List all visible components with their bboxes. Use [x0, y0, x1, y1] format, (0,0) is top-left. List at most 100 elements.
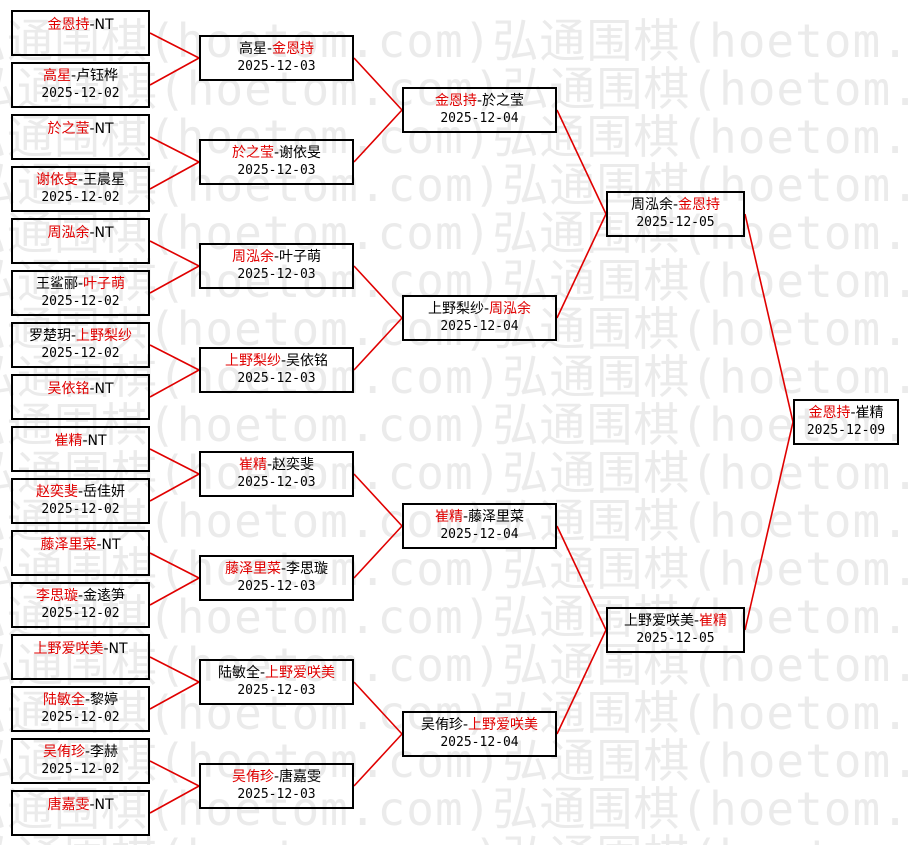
player-name: NT [94, 797, 114, 813]
match-date: 2025-12-02 [41, 86, 120, 101]
player-name: NT [94, 225, 114, 241]
player-name: 上野爱咲美 [33, 641, 104, 657]
player-name: 罗楚玥 [28, 328, 71, 344]
match-date: 2025-12-02 [41, 762, 120, 777]
match-players: 谢依旻-王晨星 [36, 171, 125, 189]
player-name: 黎婷 [90, 692, 119, 708]
match-date: 2025-12-03 [237, 163, 316, 178]
player-name: 金恩持 [808, 405, 851, 421]
player-name: 周泓余 [231, 249, 274, 265]
player-name: 赵奕斐 [272, 457, 315, 473]
match-players: 周泓余-叶子萌 [232, 248, 321, 266]
vs-separator: - [266, 41, 273, 57]
vs-separator: - [273, 769, 280, 785]
match-date: 2025-12-05 [636, 631, 715, 646]
player-name: 於之莹 [482, 93, 525, 109]
connector-line [353, 473, 403, 527]
vs-separator: - [280, 353, 287, 369]
player-name: 周泓余 [630, 197, 673, 213]
match-date: 2025-12-04 [440, 111, 519, 126]
player-name: 陆敏全 [217, 665, 260, 681]
player-name: 崔精 [434, 509, 463, 525]
player-name: 上野梨纱 [224, 353, 281, 369]
player-name: 藤泽里菜 [40, 537, 97, 553]
connector-line [149, 161, 200, 190]
vs-separator: - [280, 561, 287, 577]
player-name: 上野爱咲美 [265, 665, 336, 681]
connector-line [353, 57, 403, 111]
vs-separator: - [77, 276, 84, 292]
player-name: NT [101, 537, 121, 553]
vs-separator: - [273, 145, 280, 161]
connector-line [353, 109, 403, 163]
vs-separator: - [89, 121, 95, 137]
match-date: 2025-12-02 [41, 346, 120, 361]
match-date: 2025-12-04 [440, 319, 519, 334]
match-date: 2025-12-09 [806, 423, 886, 438]
connector-line [744, 213, 794, 423]
player-name: 金逺笋 [83, 588, 126, 604]
match-date: 2025-12-03 [237, 787, 316, 802]
match-players: 周泓余-NT [47, 224, 113, 242]
player-name: 高星 [42, 68, 71, 84]
match-players: 金恩持-崔精 [808, 404, 883, 422]
vs-separator: - [672, 197, 679, 213]
match-date: 2025-12-03 [237, 475, 316, 490]
vs-separator: - [462, 717, 469, 733]
connector-line [149, 32, 200, 59]
player-name: 金恩持 [434, 93, 477, 109]
player-name: 金恩持 [47, 17, 90, 33]
match-players: 吴侑珍-唐嘉雯 [232, 768, 321, 786]
connector-line [149, 760, 200, 787]
match-date: 2025-12-02 [41, 502, 120, 517]
vs-separator: - [693, 613, 700, 629]
player-name: 李思璇 [286, 561, 329, 577]
player-name: 崔精 [699, 613, 728, 629]
connector-line [149, 681, 200, 710]
match-players: 高星-卢钰桦 [43, 67, 118, 85]
connector-line [149, 577, 200, 606]
connector-line [149, 240, 200, 267]
connector-line [353, 681, 403, 735]
match-date: 2025-12-04 [440, 527, 519, 542]
match-players: 於之莹-NT [47, 120, 113, 138]
match-box-r1-3: 於之莹-NT [11, 114, 150, 160]
match-players: 金恩持-NT [47, 16, 113, 34]
player-name: 陆敏全 [42, 692, 85, 708]
match-date: 2025-12-02 [41, 606, 120, 621]
connector-line [353, 317, 403, 371]
connector-line [556, 213, 607, 319]
player-name: 叶子萌 [83, 276, 126, 292]
vs-separator: - [82, 433, 88, 449]
connector-line [149, 344, 200, 371]
player-name: 李赫 [90, 744, 119, 760]
vs-separator: - [96, 537, 102, 553]
match-date: 2025-12-02 [41, 190, 120, 205]
vs-separator: - [266, 457, 273, 473]
match-box-r1-9: 崔精-NT [11, 426, 150, 472]
player-name: 崔精 [855, 405, 884, 421]
match-date: 2025-12-02 [41, 710, 120, 725]
connector-line [149, 369, 200, 398]
vs-separator: - [89, 17, 95, 33]
match-players: 吴侑珍-上野爱咲美 [421, 716, 538, 734]
match-players: 藤泽里菜-NT [40, 536, 120, 554]
player-name: 周泓余 [47, 225, 90, 241]
player-name: 谢依旻 [279, 145, 322, 161]
vs-separator: - [77, 172, 84, 188]
match-date: 2025-12-04 [440, 735, 519, 750]
match-players: 陆敏全-上野爱咲美 [218, 664, 335, 682]
